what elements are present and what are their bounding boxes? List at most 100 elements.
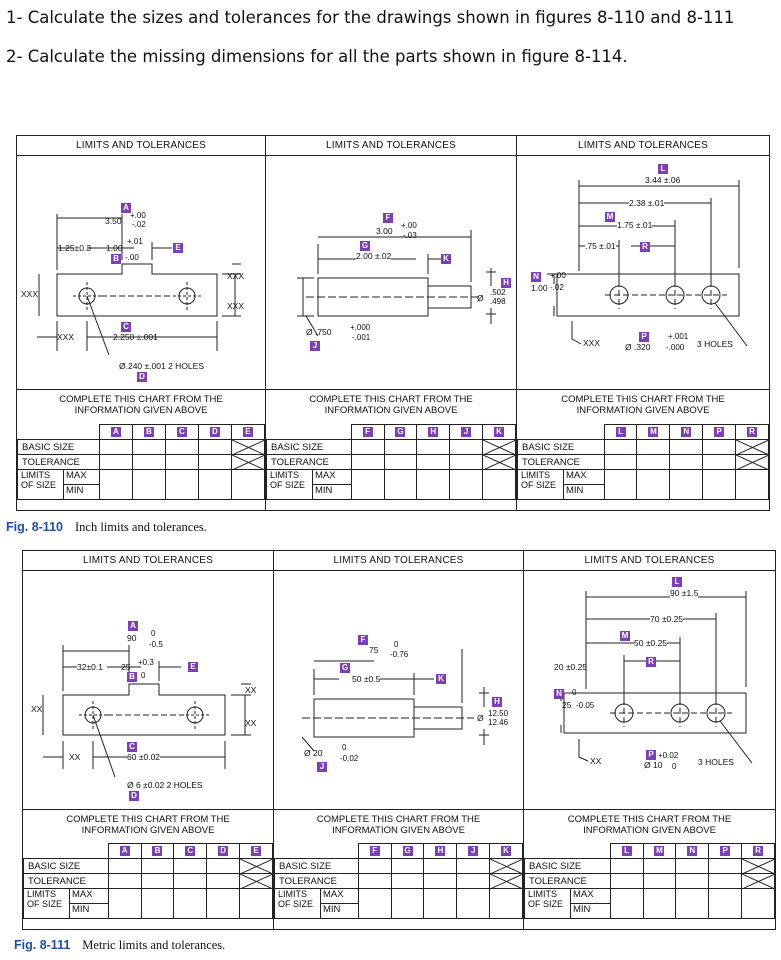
answer-cell[interactable] (482, 469, 516, 500)
answer-cell[interactable] (206, 888, 241, 919)
answer-cell[interactable] (449, 454, 484, 470)
answer-cell[interactable] (98, 454, 133, 470)
answer-cell[interactable] (357, 888, 392, 919)
answer-cell[interactable] (164, 439, 199, 455)
answer-cell[interactable] (390, 888, 425, 919)
dim-xxx-bottom: XXX (57, 332, 75, 342)
tag-h: H (501, 278, 511, 288)
answer-cell[interactable] (603, 454, 638, 470)
answer-cell[interactable] (702, 469, 737, 500)
answer-cell[interactable] (636, 439, 671, 455)
answer-cell[interactable] (675, 873, 710, 889)
answer-cell[interactable] (708, 873, 743, 889)
answer-cell[interactable] (140, 858, 175, 874)
answer-cell[interactable] (173, 888, 208, 919)
answer-cell[interactable] (350, 439, 385, 455)
answer-cell[interactable] (609, 858, 644, 874)
answer-cell[interactable] (741, 888, 775, 919)
answer-cell[interactable] (636, 454, 671, 470)
answer-cell[interactable] (675, 858, 710, 874)
answer-cell[interactable] (708, 888, 743, 919)
answer-cell[interactable] (636, 469, 671, 500)
dim-a-tol-upper: +.00 (130, 211, 146, 220)
answer-cell[interactable] (390, 873, 425, 889)
answer-cell[interactable] (98, 439, 133, 455)
answer-cell[interactable] (669, 469, 704, 500)
answer-cell[interactable] (456, 858, 491, 874)
col-tag-g: G (395, 427, 406, 437)
answer-cell[interactable] (98, 469, 133, 500)
answer-cell[interactable] (456, 873, 491, 889)
answer-cell[interactable] (230, 469, 266, 500)
answer-cell[interactable] (350, 454, 385, 470)
answer-cell[interactable] (107, 858, 142, 874)
answer-cell[interactable] (416, 454, 451, 470)
row-basic-size: BASIC SIZE (23, 858, 109, 874)
row-max: MAX (571, 889, 610, 904)
answer-cell[interactable] (239, 888, 273, 919)
answer-cell[interactable] (164, 469, 199, 500)
answer-cell[interactable] (131, 439, 166, 455)
row-max: MAX (70, 889, 108, 904)
answer-cell[interactable] (456, 888, 491, 919)
answer-cell[interactable] (702, 454, 737, 470)
answer-cell[interactable] (206, 858, 241, 874)
answer-cell[interactable] (173, 858, 208, 874)
answer-cell[interactable] (383, 439, 418, 455)
answer-cell[interactable] (449, 439, 484, 455)
answer-cell[interactable] (140, 873, 175, 889)
caption-text: Inch limits and tolerances. (74, 520, 207, 534)
answer-cell[interactable] (206, 873, 241, 889)
answer-cell[interactable] (107, 873, 142, 889)
answer-cell[interactable] (416, 439, 451, 455)
answer-cell[interactable] (197, 469, 232, 500)
answer-cell[interactable] (669, 439, 704, 455)
dim-n-tol-lower: -.02 (550, 283, 564, 292)
dim-b-value: 1.00 (106, 243, 123, 253)
tag-k: K (436, 674, 446, 684)
answer-cell[interactable] (416, 469, 451, 500)
answer-cell[interactable] (609, 873, 644, 889)
answer-cell[interactable] (131, 454, 166, 470)
dim-j-value: Ø 20 (304, 748, 323, 758)
answer-cell[interactable] (131, 469, 166, 500)
answer-cell[interactable] (164, 454, 199, 470)
tag-f: F (358, 635, 368, 645)
answer-cell[interactable] (449, 469, 484, 500)
answer-cell[interactable] (197, 439, 232, 455)
answer-cell[interactable] (609, 888, 644, 919)
answer-cell[interactable] (675, 888, 710, 919)
answer-cell[interactable] (642, 873, 677, 889)
answer-cell[interactable] (383, 469, 418, 500)
answer-cell[interactable] (642, 858, 677, 874)
answer-cell[interactable] (350, 469, 385, 500)
figure-8-110: LIMITS AND TOLERANCES A 3.50 +.00 (16, 135, 770, 511)
panel-title: LIMITS AND TOLERANCES (524, 551, 775, 571)
answer-cell[interactable] (390, 858, 425, 874)
answer-cell[interactable] (357, 858, 392, 874)
answer-cell[interactable] (423, 858, 458, 874)
answer-cell[interactable] (489, 888, 523, 919)
dim-j-tol-lower: -.001 (352, 333, 371, 342)
answer-cell[interactable] (173, 873, 208, 889)
answer-cell[interactable] (708, 858, 743, 874)
answer-cell[interactable] (357, 873, 392, 889)
answer-cell[interactable] (140, 888, 175, 919)
answer-cell[interactable] (423, 888, 458, 919)
answer-cell[interactable] (735, 469, 769, 500)
answer-cell[interactable] (603, 439, 638, 455)
answer-cell[interactable] (107, 888, 142, 919)
answer-cell[interactable] (702, 439, 737, 455)
row-basic-size: BASIC SIZE (17, 439, 100, 455)
answer-cell[interactable] (603, 469, 638, 500)
dim-4: .75 ±.01 (585, 241, 616, 251)
dim-xx-right-2: XX (245, 718, 257, 728)
crossed-cell (482, 454, 517, 470)
answer-cell[interactable] (669, 454, 704, 470)
answer-cell[interactable] (197, 454, 232, 470)
answer-cell[interactable] (642, 888, 677, 919)
answer-cell[interactable] (423, 873, 458, 889)
answer-cell[interactable] (383, 454, 418, 470)
col-tag-k: K (501, 846, 512, 856)
